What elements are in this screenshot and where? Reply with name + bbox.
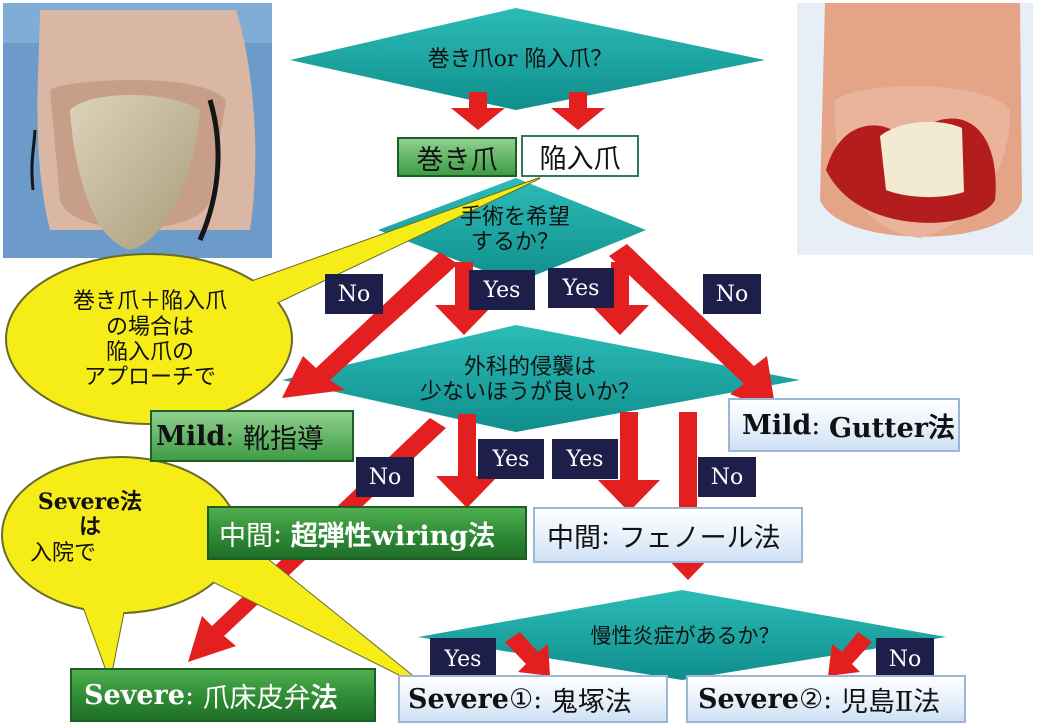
answer-no-2: No xyxy=(703,274,761,314)
outcome-severe-flap-level: Severe xyxy=(84,680,185,711)
outcome-severe-kojima-sep: : xyxy=(823,684,841,715)
answer-yes-1: Yes xyxy=(469,270,535,310)
outcome-mild-gutter: Mild : Gutter法 xyxy=(728,398,960,452)
callout-2-text: Severe法は 入院で xyxy=(30,496,150,560)
decision-3-text: 外科的侵襲は 少ないほうが良いか？ xyxy=(380,350,680,410)
outcome-mild-gutter-method: Gutter法 xyxy=(829,406,955,445)
outcome-mid-phenol-method: フェノール法 xyxy=(619,516,781,555)
outcome-severe-onizuka-method: 鬼塚法 xyxy=(551,680,632,719)
decision-3-line-2: 少ないほうが良いか？ xyxy=(420,380,640,405)
outcome-mild-boot: Mild : 靴指導 xyxy=(150,410,354,462)
callout-1-line-1: 巻き爪＋陥入爪 xyxy=(73,289,227,314)
photo-curved-nail xyxy=(3,3,272,258)
type-box-curved: 巻き爪 xyxy=(397,137,517,177)
answer-yes-5: Yes xyxy=(430,638,496,680)
outcome-mild-gutter-sep: : xyxy=(811,410,829,441)
answer-no-3: No xyxy=(356,457,414,497)
outcome-mid-phenol: 中間 : フェノール法 xyxy=(533,507,803,563)
decision-2-line-1: 手術を希望 xyxy=(460,205,570,230)
outcome-severe-onizuka-sep: : xyxy=(533,684,551,715)
answer-no-4: No xyxy=(698,457,756,497)
answer-no-1: No xyxy=(325,274,383,314)
outcome-mid-wiring-method: 超弾性wiring法 xyxy=(291,514,496,553)
outcome-mild-boot-level: Mild xyxy=(156,421,225,452)
photo-ingrown-nail xyxy=(797,3,1033,255)
outcome-severe-kojima-method: 児島Ⅱ法 xyxy=(841,680,940,719)
outcome-severe-onizuka: Severe ① : 鬼塚法 xyxy=(398,675,668,723)
answer-no-5: No xyxy=(876,638,934,680)
callout-1-line-3: 陥入爪の xyxy=(106,340,194,365)
type-box-curved-label: 巻き爪 xyxy=(417,138,498,177)
outcome-mid-phenol-sep: : xyxy=(601,520,619,551)
outcome-mid-phenol-level: 中間 xyxy=(547,516,601,555)
outcome-severe-flap: Severe : 爪床皮弁 法 xyxy=(70,668,376,722)
callout-1-line-4: アプローチで xyxy=(84,365,216,390)
outcome-severe-kojima-level: Severe xyxy=(698,684,799,715)
outcome-severe-onizuka-num: ① xyxy=(509,684,533,715)
outcome-mid-wiring: 中間 : 超弾性wiring法 xyxy=(207,506,527,560)
decision-2-text: 手術を希望 するか？ xyxy=(430,200,600,260)
callout-2-line-1: Severe法は xyxy=(30,490,150,541)
callout-1-text: 巻き爪＋陥入爪 の場合は 陥入爪の アプローチで xyxy=(10,270,290,410)
answer-yes-4: Yes xyxy=(552,439,618,479)
decision-2-line-2: するか？ xyxy=(471,230,559,255)
type-box-ingrown: 陥入爪 xyxy=(521,135,639,177)
outcome-severe-kojima: Severe ② : 児島Ⅱ法 xyxy=(686,675,966,723)
decision-4-text: 慢性炎症があるか？ xyxy=(560,620,810,652)
answer-yes-2: Yes xyxy=(548,268,614,308)
decision-3-line-1: 外科的侵襲は xyxy=(464,355,596,380)
outcome-severe-flap-suffix: 法 xyxy=(311,676,338,715)
type-box-ingrown-label: 陥入爪 xyxy=(540,137,621,176)
outcome-mild-boot-method: 靴指導 xyxy=(243,417,324,456)
callout-2-line-2: 入院で xyxy=(30,541,96,566)
outcome-severe-kojima-num: ② xyxy=(799,684,823,715)
outcome-severe-flap-method: 爪床皮弁 xyxy=(203,676,311,715)
outcome-mild-boot-sep: : xyxy=(225,421,243,452)
outcome-mild-gutter-level: Mild xyxy=(742,410,811,441)
outcome-severe-flap-sep: : xyxy=(185,680,203,711)
decision-1-text: 巻き爪or 陥入爪？ xyxy=(360,40,680,80)
outcome-mid-wiring-level: 中間 xyxy=(219,514,273,553)
callout-1-line-2: の場合は xyxy=(106,315,194,340)
outcome-mid-wiring-sep: : xyxy=(273,518,291,549)
answer-yes-3: Yes xyxy=(478,439,544,479)
outcome-severe-onizuka-level: Severe xyxy=(408,684,509,715)
